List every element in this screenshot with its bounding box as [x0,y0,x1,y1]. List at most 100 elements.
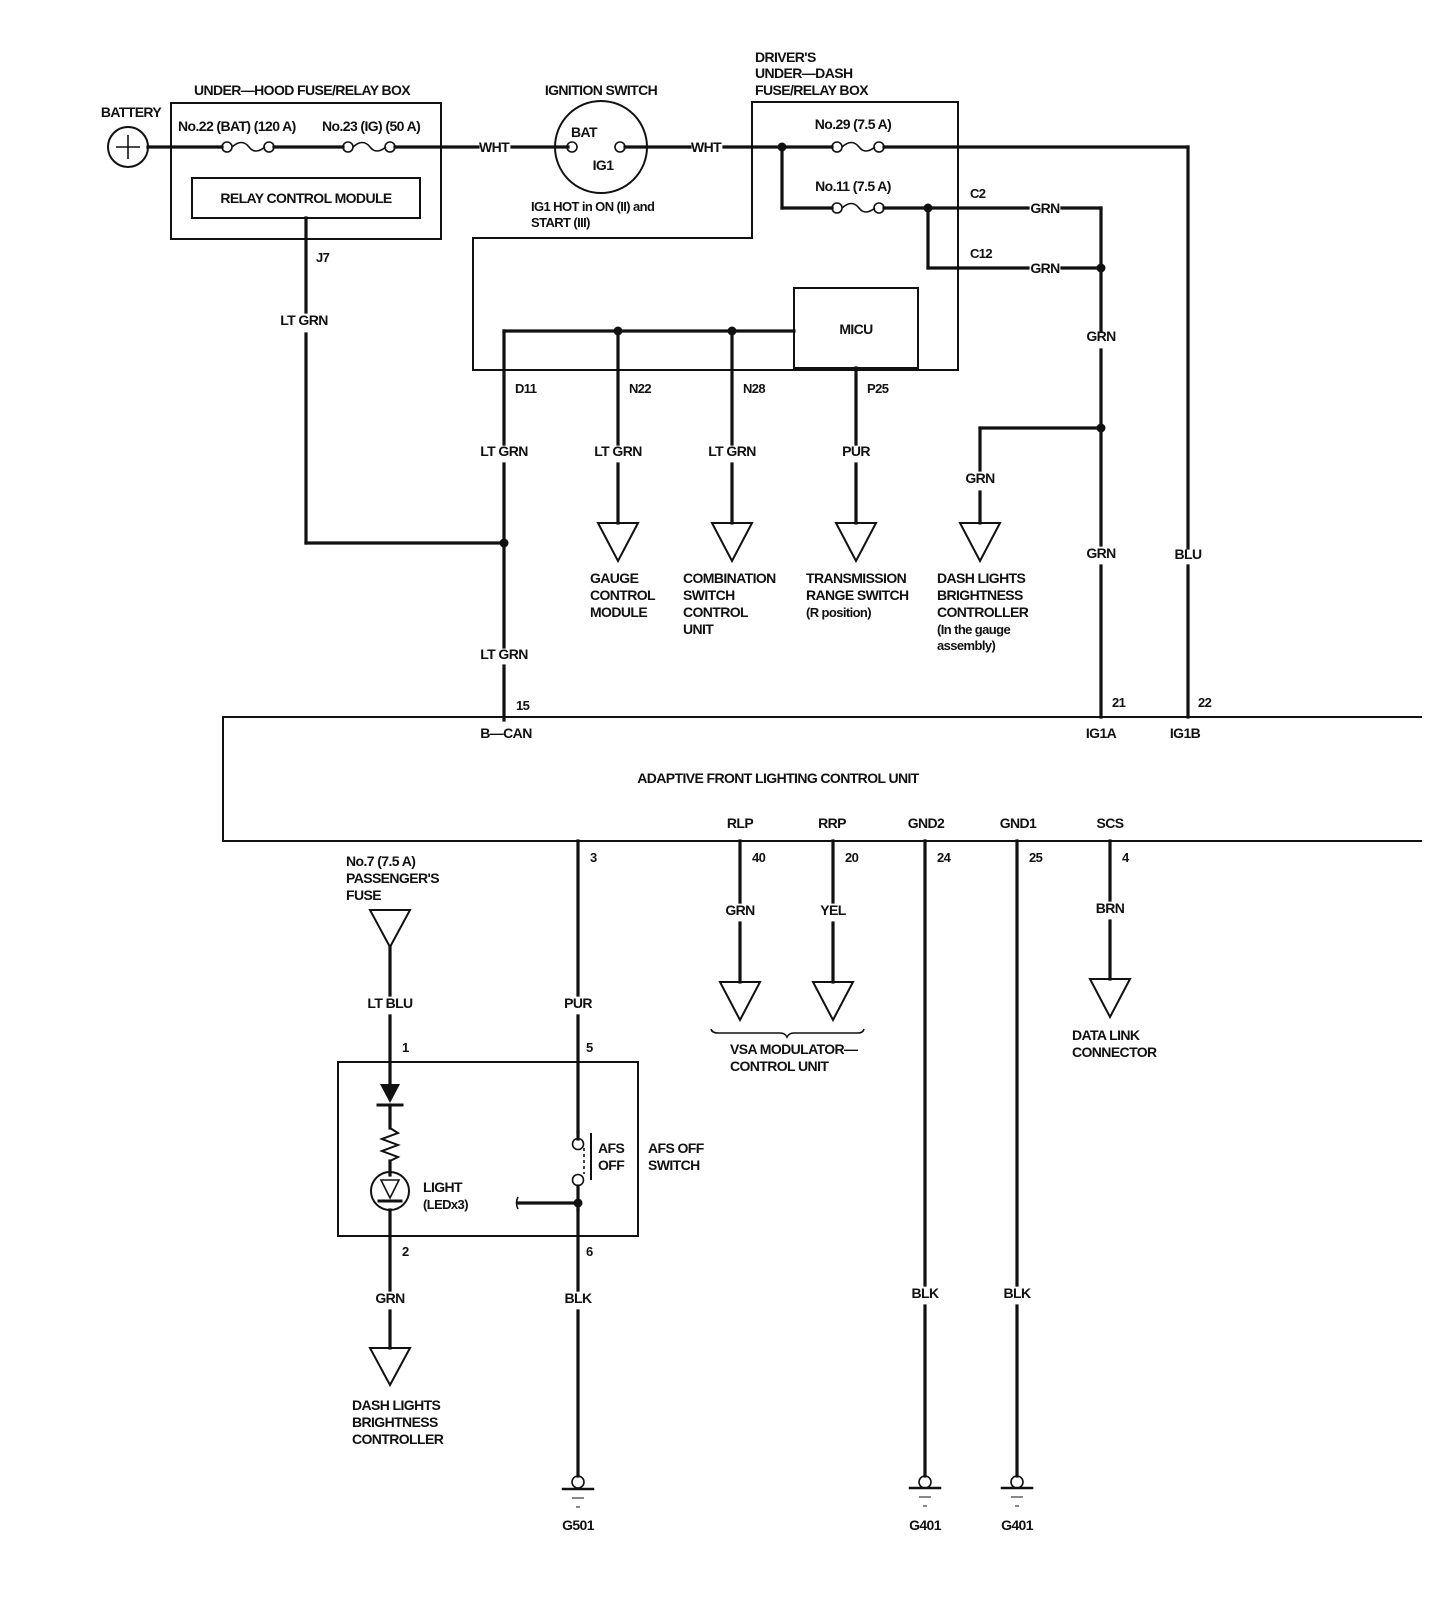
dest-label: DASH LIGHTS [352,1397,441,1413]
ground-label-g401-b: G401 [1001,1517,1034,1533]
dest-label: MODULE [590,604,647,620]
ignition-note-line-1: IG1 HOT in ON (II) and [531,199,655,214]
ground-g401-b: G401 [1000,1475,1034,1533]
wire-label-ltgrn-d11: LT GRN [480,443,528,459]
wire-label-blk-24: BLK [912,1285,939,1301]
switch-pin-6: 6 [586,1244,593,1259]
pin-4: 4 [1122,850,1130,865]
wire-label-yel-20: YEL [820,902,846,918]
afs-contact-label-2: OFF [598,1157,625,1173]
passenger-fuse-label: No.7 (7.5 A) [346,853,415,869]
dest-label: CONTROLLER [937,604,1029,620]
connector-arrow-icon [718,981,762,1023]
driver-box-title-1: DRIVER'S [755,49,816,65]
connector-n22: N22 [629,381,651,396]
switch-contact [571,1137,585,1151]
wire-label-wht-2: WHT [691,139,722,155]
switch-pin-5: 5 [586,1040,593,1055]
underhood-box-title: UNDER—HOOD FUSE/RELAY BOX [194,82,411,98]
fuse-29-symbol [831,141,885,153]
wire-label-pur-p25: PUR [842,443,870,459]
wire-label-brn-4: BRN [1096,900,1125,916]
dest-label: CONTROL [590,587,656,603]
fuse-29-label: No.29 (7.5 A) [815,116,891,132]
vsa-label-2: CONTROL UNIT [730,1058,829,1074]
fuse-23-label: No.23 (IG) (50 A) [322,118,420,134]
battery: BATTERY [101,104,163,168]
wire-label-grn-lower: GRN [1086,545,1116,561]
wire-label-grn-2: GRN [375,1290,405,1306]
vsa-brace [710,1028,865,1039]
switch-pin-1: 1 [402,1040,409,1055]
connector-arrow-icon [368,1347,412,1388]
dlc-label-1: DATA LINK [1072,1027,1140,1043]
wire-label-wht-1: WHT [479,139,510,155]
dest-label: TRANSMISSION [806,570,907,586]
connector-arrow-icon [834,522,878,564]
connector-arrow-icon [1088,978,1132,1020]
dest-label: SWITCH [683,587,735,603]
wire-label-c12-grn: GRN [1030,260,1060,276]
afs-switch-label-2: SWITCH [648,1157,700,1173]
connector-c2: C2 [970,186,986,201]
fuse-22-symbol [221,141,275,153]
dest-label: (In the gauge [937,622,1010,637]
wire-label-grn-upper: GRN [1086,328,1116,344]
pin-ig1b: IG1B [1170,725,1201,741]
dest-label: assembly) [937,638,995,653]
dest-label: (R position) [806,605,871,620]
pin-21: 21 [1112,695,1126,710]
wire-label-ltgrn-n22: LT GRN [594,443,642,459]
wire-label-grn-40: GRN [725,902,755,918]
dest-label: GAUGE [590,570,639,586]
afl-control-unit: ADAPTIVE FRONT LIGHTING CONTROL UNIT 15 … [222,695,1422,842]
dest-label: COMBINATION [683,570,776,586]
ground-label-g501: G501 [562,1517,595,1533]
wire-label-pur-3: PUR [564,995,592,1011]
dlc-label-2: CONNECTOR [1072,1044,1157,1060]
ignition-ig1-terminal: IG1 [593,157,615,173]
splice-point [1096,263,1106,273]
resistor-icon [379,1127,401,1162]
diode-icon [376,1084,404,1107]
connector-arrow-icon [596,522,640,564]
fuse-22-label: No.22 (BAT) (120 A) [178,118,296,134]
wire-label-c2-grn: GRN [1030,200,1060,216]
afs-switch-label-1: AFS OFF [648,1140,705,1156]
dest-label: UNIT [683,621,714,637]
switch-pin-2: 2 [402,1244,409,1259]
passenger-fuse-label: FUSE [346,887,381,903]
ignition-bat-terminal: BAT [571,124,598,140]
ground-icon [918,1475,932,1489]
led-light-icon [370,1171,410,1211]
ignition-switch-label: IGNITION SWITCH [545,82,658,98]
wire-label-grn-dash: GRN [965,470,995,486]
dest-label: BRIGHTNESS [352,1414,438,1430]
light-label-2: (LEDx3) [423,1197,468,1212]
connector-c12: C12 [970,246,992,261]
connector-arrow-icon [811,981,855,1023]
afl-unit-label: ADAPTIVE FRONT LIGHTING CONTROL UNIT [637,770,920,786]
wire-label-blk-25: BLK [1004,1285,1031,1301]
connector-n28: N28 [743,381,765,396]
dest-label: BRIGHTNESS [937,587,1023,603]
connector-arrow-icon [710,522,754,564]
pin-ig1a: IG1A [1086,725,1117,741]
connector-d11: D11 [515,381,537,396]
wire-label-blk-6: BLK [565,1290,592,1306]
connector-p25: P25 [867,381,889,396]
afs-contact-label-1: AFS [598,1140,624,1156]
wire-label-ltgrn-15: LT GRN [480,646,528,662]
fuse-23-symbol [342,141,396,153]
connector-arrow-icon [368,909,412,950]
pin-gnd1: GND1 [1000,815,1037,831]
ground-icon [571,1475,585,1489]
dest-label: RANGE SWITCH [806,587,909,603]
destination-dash-lights-controller-bottom: DASH LIGHTS BRIGHTNESS CONTROLLER [352,1397,444,1447]
fuse-11-symbol [831,202,885,214]
destination-gauge-control-module: GAUGE CONTROL MODULE [590,570,657,620]
destination-dash-lights-controller-top: DASH LIGHTS BRIGHTNESS CONTROLLER (In th… [937,570,1029,653]
ignition-note-line-2: START (III) [531,215,590,230]
wire-label-ltgrn-n28: LT GRN [708,443,756,459]
